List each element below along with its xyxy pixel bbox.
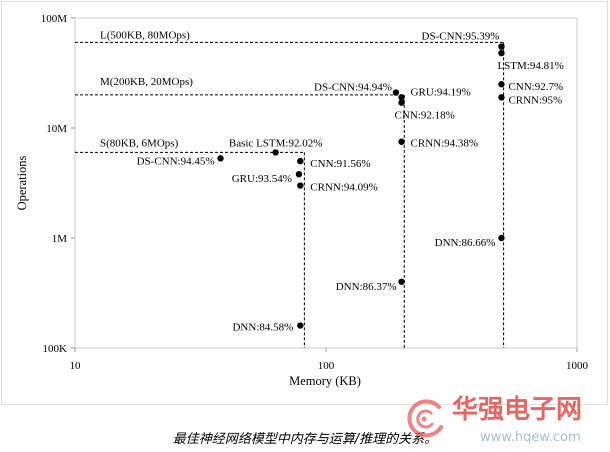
- x-tick-label: 100: [318, 360, 335, 372]
- y-axis-ticks: 100K 1M 10M 100M: [41, 13, 75, 355]
- data-point: [498, 94, 505, 101]
- data-label: LSTM:94.81%: [497, 60, 563, 72]
- figure-caption: 最佳神经网络模型中内存与运算/推理的关系。: [173, 431, 437, 447]
- data-point: [295, 171, 303, 178]
- data-point: [217, 155, 224, 162]
- data-label: DS-CNN:94.45%: [137, 155, 215, 167]
- data-point: [498, 234, 505, 242]
- data-labels: DS-CNN:95.39% LSTM:94.81% CNN:92.7%CRNN:95…: [137, 31, 564, 334]
- data-points: [217, 43, 505, 329]
- data-label: CNN:92.18%: [395, 110, 455, 122]
- data-label: DS-CNN:95.39%: [422, 31, 500, 43]
- data-point: [398, 99, 405, 106]
- data-label: DNN:86.66%: [435, 237, 496, 249]
- x-axis-ticks: 10 100 1000: [70, 348, 589, 372]
- x-axis-title: Memory (KB): [289, 374, 361, 388]
- data-point: [498, 43, 505, 50]
- data-label: GRU:94.19%: [411, 86, 471, 98]
- data-label: CNN:92.7%: [508, 81, 563, 93]
- watermark-brand: 华强电子网: [452, 394, 582, 425]
- data-point: [272, 149, 279, 156]
- data-point: [498, 81, 505, 88]
- limit-label: M(200KB, 20MOps): [100, 76, 193, 88]
- limit-label: L(500KB, 80MOps): [100, 29, 190, 41]
- y-axis-title: Operations: [15, 155, 29, 210]
- data-point: [498, 49, 505, 57]
- x-tick-label: 1000: [566, 360, 589, 372]
- swirl-logo-icon: [407, 399, 443, 438]
- data-label: CRNN:95%: [508, 94, 562, 106]
- data-label: CNN:91.56%: [310, 158, 370, 170]
- y-tick-label: 10M: [46, 123, 67, 135]
- data-label: DNN:86.37%: [336, 281, 397, 293]
- y-tick-label: 100K: [43, 343, 68, 355]
- data-label: CRNN:94.38%: [411, 138, 479, 150]
- limit-label: S(80KB, 6MOps): [100, 137, 179, 149]
- limit-lines: L(500KB, 80MOps) M(200KB, 20MOps) S(80KB, …: [75, 29, 505, 348]
- data-label: GRU:93.54%: [232, 173, 292, 185]
- data-point: [297, 322, 304, 329]
- data-point: [297, 157, 304, 165]
- data-point: [392, 89, 400, 96]
- data-label: CRNN:94.09%: [310, 182, 378, 194]
- watermark: 华强电子网 www.hqew.com: [407, 394, 582, 445]
- data-point: [297, 182, 304, 189]
- data-point: [398, 94, 405, 101]
- data-label: DNN:84.58%: [232, 322, 293, 334]
- x-tick-label: 10: [70, 360, 82, 372]
- data-point: [398, 278, 405, 285]
- chart-frame: [1, 1, 608, 405]
- data-label: Basic LSTM:92.02%: [229, 137, 323, 149]
- y-tick-label: 100M: [41, 13, 68, 25]
- y-tick-label: 1M: [52, 233, 68, 245]
- data-point: [398, 138, 405, 145]
- data-label: DS-CNN:94.94%: [314, 82, 392, 94]
- watermark-url: www.hqew.com: [480, 430, 581, 445]
